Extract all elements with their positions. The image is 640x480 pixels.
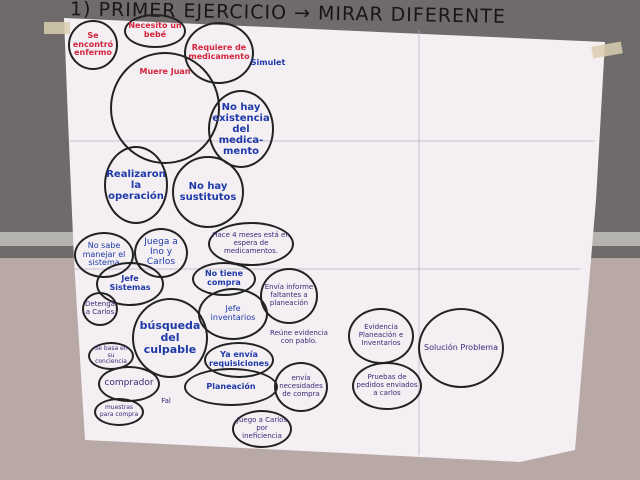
- tape: [44, 22, 70, 34]
- node-evidencia: Evidencia Planeación e Inventarios: [348, 308, 414, 364]
- node-muebles: muestras para compra: [94, 398, 144, 426]
- node-jefe-sistemas: Jefe Sistemas: [96, 262, 164, 306]
- node-se-encontro: Se encontró enfermo: [68, 20, 118, 70]
- node-realizaron: Realizaron la operación: [104, 146, 168, 224]
- node-jefe-inventarios: Jefe inventarios: [198, 288, 268, 340]
- node-fal: Fal: [161, 397, 171, 406]
- node-solucion: Solución Problema: [418, 308, 504, 388]
- node-no-sustitutos: No hay sustitutos: [172, 156, 244, 228]
- node-juego-carlos: Juego a Carlos por ineficiencia: [232, 410, 292, 448]
- node-planeacion: Planeación: [184, 368, 278, 406]
- node-busqueda: búsqueda del culpable: [132, 298, 208, 378]
- node-detenga: Detenga a Carlos: [82, 292, 118, 326]
- paper-fold: [70, 140, 595, 142]
- paper-fold: [75, 268, 580, 270]
- node-requiere: Requiere de medicamento: [184, 22, 254, 84]
- node-comprador: comprador: [98, 366, 160, 402]
- node-no-existencia: No hay existencia del medica-mento: [208, 90, 274, 168]
- node-pruebas: Pruebas de pedidos enviados a carlos: [352, 362, 422, 410]
- node-simulet: Simulet: [250, 57, 286, 67]
- node-reune: Reúne evidencia con pablo.: [270, 329, 328, 345]
- node-necesito: Necesito un bebé: [124, 14, 186, 48]
- node-envia-necesidades: envía necesidades de compra: [274, 362, 328, 412]
- paper-fold: [418, 30, 420, 455]
- node-envia-informe: Envía informe faltantes a planeación: [260, 268, 318, 324]
- node-hace-meses: Hace 4 meses está en espera de medicamen…: [208, 222, 294, 266]
